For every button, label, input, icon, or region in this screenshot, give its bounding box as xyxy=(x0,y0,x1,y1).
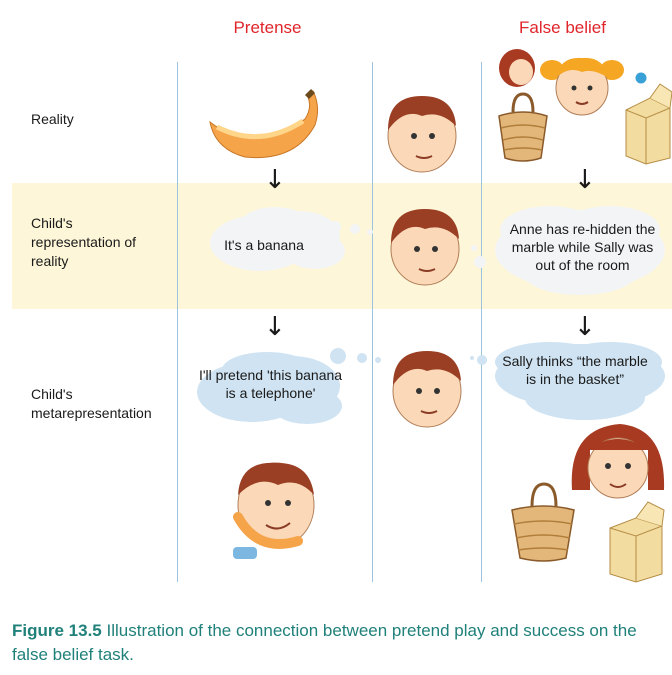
girl-face-icon xyxy=(571,424,665,499)
pretense-heading: Pretense xyxy=(233,18,302,37)
thought-bubble xyxy=(470,342,665,420)
bubble-text-line: I'll pretend 'this banana xyxy=(198,367,343,383)
row-label-line: Child's xyxy=(31,215,73,231)
girl-face-icon xyxy=(499,49,535,87)
row-label-metarepresentation: Child's metarepresentation xyxy=(31,385,152,423)
bubble-text-false-belief-representation: Anne has re-hidden the marble while Sall… xyxy=(495,220,670,274)
thought-bubble xyxy=(197,348,381,424)
basket-icon xyxy=(498,92,548,162)
down-arrow-icon: ↓ xyxy=(264,312,286,342)
bubble-text-false-belief-meta: Sally thinks “the marble is in the baske… xyxy=(485,352,665,388)
boy-face-icon xyxy=(392,351,462,428)
bubble-text-line: Sally thinks “the marble xyxy=(502,353,648,369)
girl-face-icon xyxy=(540,57,624,116)
thought-bubble xyxy=(471,206,665,295)
row-label-line: reality xyxy=(31,253,69,269)
boy-face-icon xyxy=(390,209,460,286)
row-label-representation: Child's representation of reality xyxy=(31,214,136,271)
marble-icon xyxy=(635,72,647,84)
bubble-text-line: is in the basket” xyxy=(525,371,625,387)
row-label-reality: Reality xyxy=(31,111,74,127)
boy-face-icon xyxy=(387,96,457,173)
down-arrow-icon: ↓ xyxy=(574,165,596,195)
bubble-text-line: is a telephone' xyxy=(225,385,316,401)
thought-bubble xyxy=(210,207,373,271)
caption-text: Illustration of the connection between p… xyxy=(12,621,637,664)
banana-icon xyxy=(209,89,319,159)
basket-icon xyxy=(511,482,575,562)
down-arrow-icon: ↓ xyxy=(264,165,286,195)
row-label-line: representation of xyxy=(31,234,137,250)
row-label-line: Child's xyxy=(31,386,73,402)
bubble-text-line: out of the room xyxy=(535,257,630,273)
false-belief-heading: False belief xyxy=(519,18,606,37)
box-icon xyxy=(625,83,672,165)
bubble-text-pretense-representation: It's a banana xyxy=(224,237,304,253)
caption-label: Figure 13.5 xyxy=(12,621,102,640)
down-arrow-icon: ↓ xyxy=(574,312,596,342)
row-label-line: metarepresentation xyxy=(31,405,152,421)
figure-caption: Figure 13.5 Illustration of the connecti… xyxy=(12,619,662,667)
boy-face-icon xyxy=(233,462,315,559)
divider-line xyxy=(177,62,178,582)
divider-line xyxy=(481,62,482,582)
divider-line xyxy=(372,62,373,582)
bubble-text-line: Anne has re-hidden the xyxy=(509,221,656,237)
bubble-text-pretense-meta: I'll pretend 'this banana is a telephone… xyxy=(188,366,353,402)
bubble-text-line: marble while Sally was xyxy=(511,239,654,255)
box-icon xyxy=(609,501,665,583)
